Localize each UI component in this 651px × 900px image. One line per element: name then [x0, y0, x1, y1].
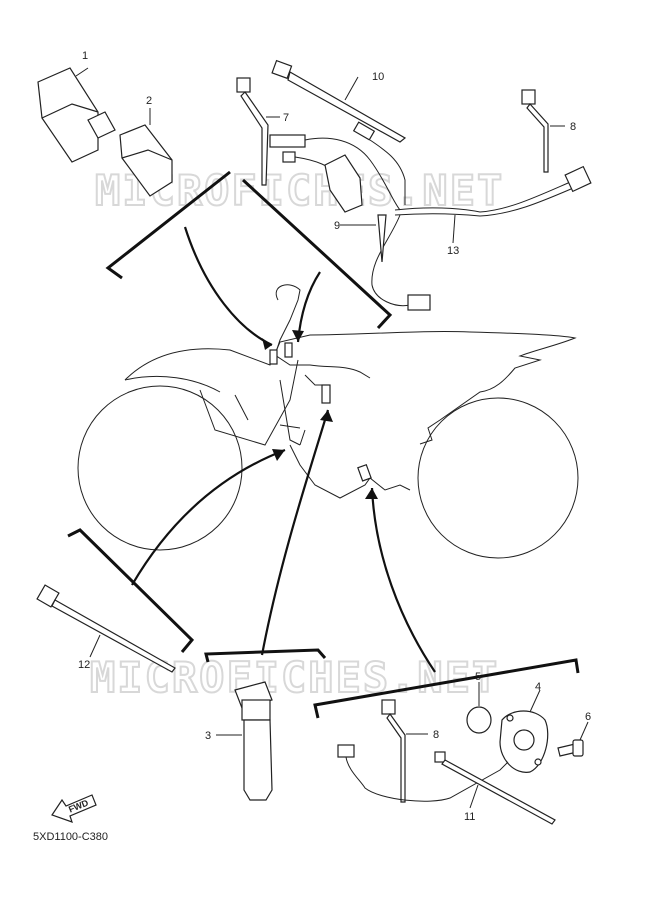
part-6-bolt [557, 721, 589, 757]
part-4-sensor [499, 689, 549, 773]
installed-connector-b [284, 342, 293, 358]
callout-8-bottom: 8 [433, 729, 439, 741]
part-11-lead [337, 744, 556, 825]
rear-wheel [417, 397, 579, 559]
diagram-code: 5XD1100-C380 [33, 831, 108, 843]
part-8-band-top [521, 89, 565, 173]
frame-mark [279, 424, 301, 429]
location-arrows [131, 226, 436, 673]
part-9-13-harness [269, 121, 592, 311]
installed-connector-a [269, 349, 278, 365]
harness-branch [304, 374, 325, 386]
part-3-ignition-coil [216, 681, 273, 801]
arrow-ecu [183, 226, 273, 346]
callout-labels: 1 2 3 4 5 6 7 8 8 9 10 11 12 13 [78, 50, 591, 823]
arrow-coil [260, 409, 330, 656]
installed-harness [269, 284, 372, 482]
callout-10: 10 [372, 71, 384, 83]
part-7-band [236, 77, 280, 186]
bracket-top-left [105, 170, 231, 280]
motorcycle-outline [77, 331, 579, 559]
frame-downtube [279, 379, 306, 446]
part-1-ecu [37, 67, 116, 163]
part-5-o-ring [466, 706, 492, 734]
bracket-right [313, 658, 580, 719]
fork [234, 394, 249, 421]
callout-7: 7 [283, 112, 289, 124]
fwd-arrow-icon: FWD [51, 794, 97, 823]
installed-sensor [357, 463, 372, 482]
callout-8-top: 8 [570, 121, 576, 133]
callout-5: 5 [475, 671, 481, 683]
bracket-top-right [241, 178, 393, 330]
bracket-left [67, 528, 195, 653]
frame-front [199, 359, 299, 446]
callout-12: 12 [78, 659, 90, 671]
callout-6: 6 [585, 711, 591, 723]
part-12-band [36, 584, 176, 673]
front-wheel [77, 385, 243, 551]
front-fender [124, 375, 221, 393]
arrow-sensor [370, 487, 436, 673]
frame-lower [289, 444, 411, 499]
callout-9: 9 [334, 220, 340, 232]
callout-1: 1 [82, 50, 88, 62]
callout-11: 11 [464, 811, 475, 823]
installed-coil [321, 384, 331, 404]
part-2-ecu-case [119, 108, 173, 197]
callout-2: 2 [146, 95, 152, 107]
bodywork-outline [124, 331, 577, 445]
part-10-band [271, 59, 407, 143]
part-8-band-bottom [381, 699, 428, 803]
callout-13: 13 [447, 245, 459, 257]
callout-3: 3 [205, 730, 211, 742]
callout-4: 4 [535, 681, 541, 693]
harness-route [274, 284, 371, 379]
arrow-band [131, 448, 286, 586]
